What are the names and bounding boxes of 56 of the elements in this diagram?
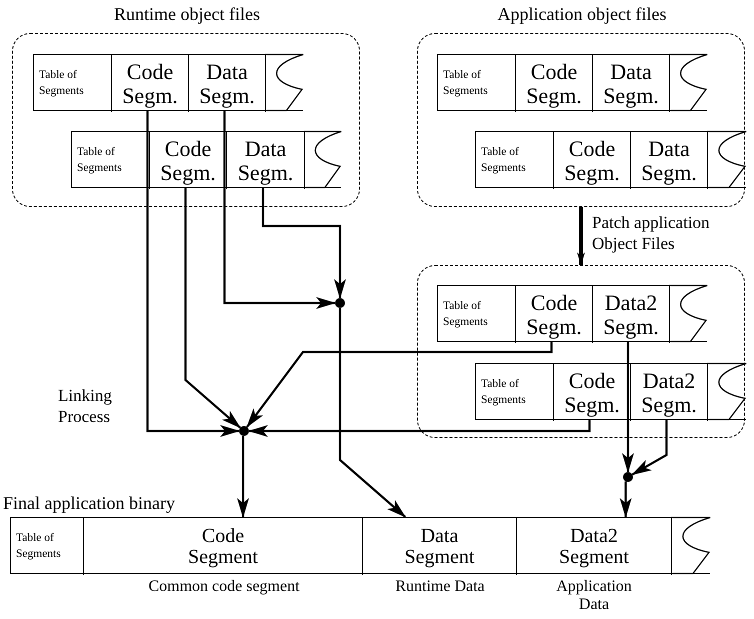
file-end-drawing <box>265 55 304 112</box>
annotation: Linking Process <box>58 385 113 428</box>
edge-label: Patch application Object Files <box>592 212 711 254</box>
segment-cell: Data2 Segm. <box>630 364 707 421</box>
junction-dot <box>239 426 249 436</box>
segment-cell: Data Segm. <box>226 132 304 189</box>
segment-cell: Data Segm. <box>630 132 707 189</box>
file-title: Final application binary <box>3 493 176 514</box>
segment-table-cell: Table of Segments <box>476 364 553 421</box>
junction-dot <box>623 472 633 482</box>
object-file-box <box>437 285 707 342</box>
segment-table-cell: Table of Segments <box>72 132 149 189</box>
segment-cell: Code Segm. <box>149 132 226 189</box>
junction-dot <box>335 298 345 308</box>
segment-table-cell: Table of Segments <box>11 518 83 575</box>
group-title: Application object files <box>496 4 668 25</box>
segment-caption: Application Data <box>555 578 633 615</box>
segment-cell: Code Segm. <box>111 55 188 112</box>
segment-cell: Code Segm. <box>553 364 630 421</box>
arrow <box>262 187 346 299</box>
segment-caption: Runtime Data <box>394 578 486 596</box>
file-end-drawing <box>707 132 747 189</box>
segment-table-cell: Table of Segments <box>438 55 515 112</box>
segment-cell: Data Segm. <box>592 55 669 112</box>
arrow <box>577 207 585 266</box>
dashed-group-frame <box>417 265 745 438</box>
arrow <box>622 341 634 473</box>
arrow <box>338 308 406 518</box>
arrow <box>184 187 241 429</box>
file-end-drawing <box>707 364 747 421</box>
object-file-box <box>71 131 341 188</box>
group-title: Runtime object files <box>113 4 261 25</box>
segment-cell: Code Segm. <box>515 55 592 112</box>
segment-cell: Code Segm. <box>515 286 592 343</box>
object-file-box <box>475 363 746 420</box>
segment-table-cell: Table of Segments <box>438 286 515 343</box>
arrow <box>631 419 668 476</box>
arrow <box>146 110 240 437</box>
object-file-box <box>475 131 746 188</box>
segment-cell: Data2 Segm. <box>592 286 669 343</box>
arrow <box>223 110 336 309</box>
segment-cell: Data Segm. <box>188 55 265 112</box>
arrow <box>620 481 632 518</box>
arrow <box>246 341 553 428</box>
file-end-drawing <box>669 55 708 112</box>
segment-caption: Common code segment <box>147 578 301 596</box>
object-file-box <box>437 54 707 111</box>
arrow <box>248 419 591 437</box>
file-end-drawing <box>304 132 342 189</box>
object-file-box <box>33 54 303 111</box>
segment-table-cell: Table of Segments <box>34 55 111 112</box>
arrow <box>237 436 250 518</box>
segment-cell: Code Segm. <box>553 132 630 189</box>
segment-table-cell: Table of Segments <box>476 132 553 189</box>
file-end-drawing <box>669 286 708 343</box>
file-end-drawing <box>671 518 711 575</box>
